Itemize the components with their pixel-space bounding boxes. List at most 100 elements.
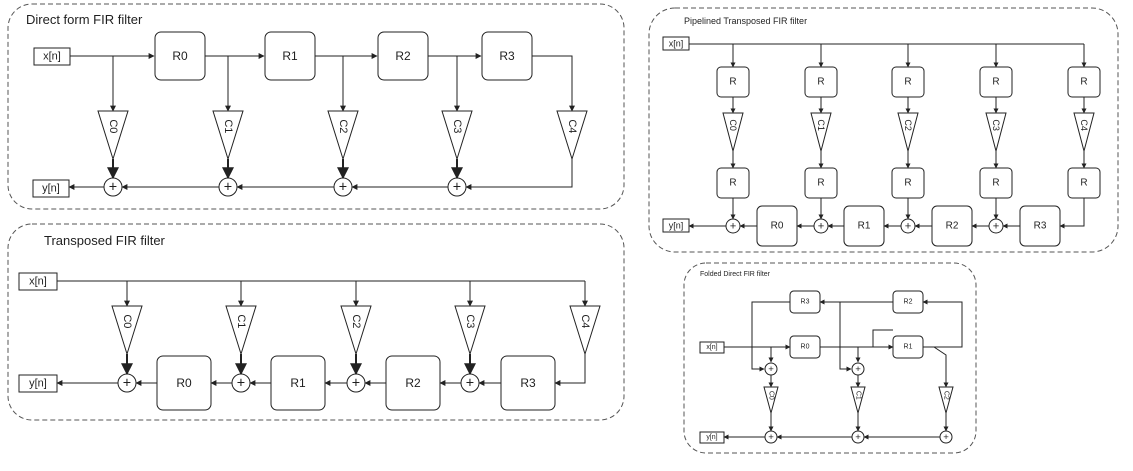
register-R3: R3	[500, 355, 556, 411]
multiplier-C2: C2	[340, 305, 372, 356]
adder-bottom-2: +	[939, 430, 953, 444]
adder-2: +	[346, 373, 366, 393]
pipe-register-out-2: R	[891, 167, 925, 199]
register-R3: R3	[789, 290, 821, 314]
register-R2: R2	[377, 31, 429, 81]
io-label: x[n]	[706, 344, 717, 351]
multiplier-C4: C4	[569, 305, 601, 356]
multiplier-triangle	[97, 110, 129, 161]
pipe-register-in-1: R	[804, 66, 838, 98]
multiplier-triangle	[1073, 112, 1095, 153]
pipe-register-in-0: R	[716, 66, 750, 98]
register-R2: R2	[892, 290, 924, 314]
multiplier-triangle	[454, 305, 486, 356]
multiplier-triangle	[810, 112, 832, 153]
coefficient-label: C4	[566, 119, 578, 133]
adder-symbol: +	[453, 180, 461, 196]
adder-symbol: +	[123, 376, 131, 392]
pipe-register-in-4: R	[1067, 66, 1101, 98]
panel-transposed: Transposed FIR filter x[n] y[n] C0 C1 C2 C3 C4…	[7, 223, 625, 421]
register-label: R	[817, 77, 824, 88]
register-label: R1	[290, 376, 306, 390]
multiplier-C0: C0	[97, 110, 129, 161]
input-x-box: x[n]	[18, 272, 58, 291]
multiplier-C1: C1	[225, 305, 257, 356]
multiplier-triangle	[569, 305, 601, 356]
multiplier-triangle	[722, 112, 744, 153]
multiplier-C1: C1	[810, 112, 832, 153]
multiplier-triangle	[212, 110, 244, 161]
coefficient-label: C1	[816, 119, 826, 131]
adder-symbol: +	[855, 432, 861, 443]
register-R0: R0	[156, 355, 212, 411]
multiplier-C1: C1	[850, 386, 866, 415]
coefficient-label: C1	[222, 119, 234, 133]
adder-symbol: +	[224, 180, 232, 196]
output-y-box: y[n]	[18, 374, 58, 393]
register-R1: R1	[264, 31, 316, 81]
panel-folded-title: Folded Direct FIR filter	[700, 271, 771, 278]
adder-bottom-1: +	[851, 430, 865, 444]
adder-1: +	[218, 177, 238, 197]
register-label: R	[992, 77, 999, 88]
register-label: R3	[520, 376, 536, 390]
pipe-register-out-1: R	[804, 167, 838, 199]
coefficient-label: C0	[121, 314, 133, 328]
multiplier-C0: C0	[763, 386, 779, 415]
register-label: R0	[801, 344, 810, 351]
multiplier-C4: C4	[1073, 112, 1095, 153]
pipe-register-out-0: R	[716, 167, 750, 199]
pipe-register-out-3: R	[979, 167, 1013, 199]
register-label: R3	[1034, 221, 1047, 232]
wire	[839, 301, 893, 372]
adder-2: +	[333, 177, 353, 197]
adder-top-1: +	[851, 362, 865, 376]
multiplier-triangle	[111, 305, 143, 356]
adder-symbol: +	[466, 376, 474, 392]
input-x-box: x[n]	[699, 341, 725, 354]
adder-0: +	[117, 373, 137, 393]
panel-pipelined-frame	[648, 7, 1119, 253]
wire	[554, 354, 586, 386]
adder-symbol: +	[352, 376, 360, 392]
register-R0: R0	[756, 205, 798, 247]
output-y-box: y[n]	[662, 218, 690, 233]
output-y-box: y[n]	[699, 431, 725, 444]
panel-direct-frame	[7, 3, 625, 210]
register-label: R	[904, 178, 911, 189]
multiplier-triangle	[441, 110, 473, 161]
register-label: R	[817, 178, 824, 189]
multiplier-triangle	[327, 110, 359, 161]
adder-3: +	[460, 373, 480, 393]
multiplier-triangle	[938, 386, 954, 415]
multiplier-C0: C0	[111, 305, 143, 356]
adder-1: +	[231, 373, 251, 393]
register-label: R0	[176, 376, 192, 390]
register-label: R1	[282, 49, 298, 63]
multiplier-triangle	[985, 112, 1007, 153]
register-label: R	[992, 178, 999, 189]
register-label: R	[904, 77, 911, 88]
register-R1: R1	[843, 205, 885, 247]
multiplier-triangle	[556, 110, 588, 161]
register-label: R0	[771, 221, 784, 232]
panel-pipelined: Pipelined Transposed FIR filter x[n]y[n]…	[648, 7, 1119, 253]
adder-3: +	[447, 177, 467, 197]
register-R0: R0	[789, 335, 821, 359]
coefficient-label: C3	[464, 314, 476, 328]
register-R3: R3	[481, 31, 533, 81]
pipe-register-in-3: R	[979, 66, 1013, 98]
adder-symbol: +	[339, 180, 347, 196]
register-label: R2	[946, 221, 959, 232]
panel-transposed-title: Transposed FIR filter	[44, 233, 166, 248]
adder-bottom-0: +	[764, 430, 778, 444]
wire	[465, 159, 573, 190]
coefficient-label: C0	[107, 119, 119, 133]
multiplier-C2: C2	[897, 112, 919, 153]
coefficient-label: C1	[235, 314, 247, 328]
